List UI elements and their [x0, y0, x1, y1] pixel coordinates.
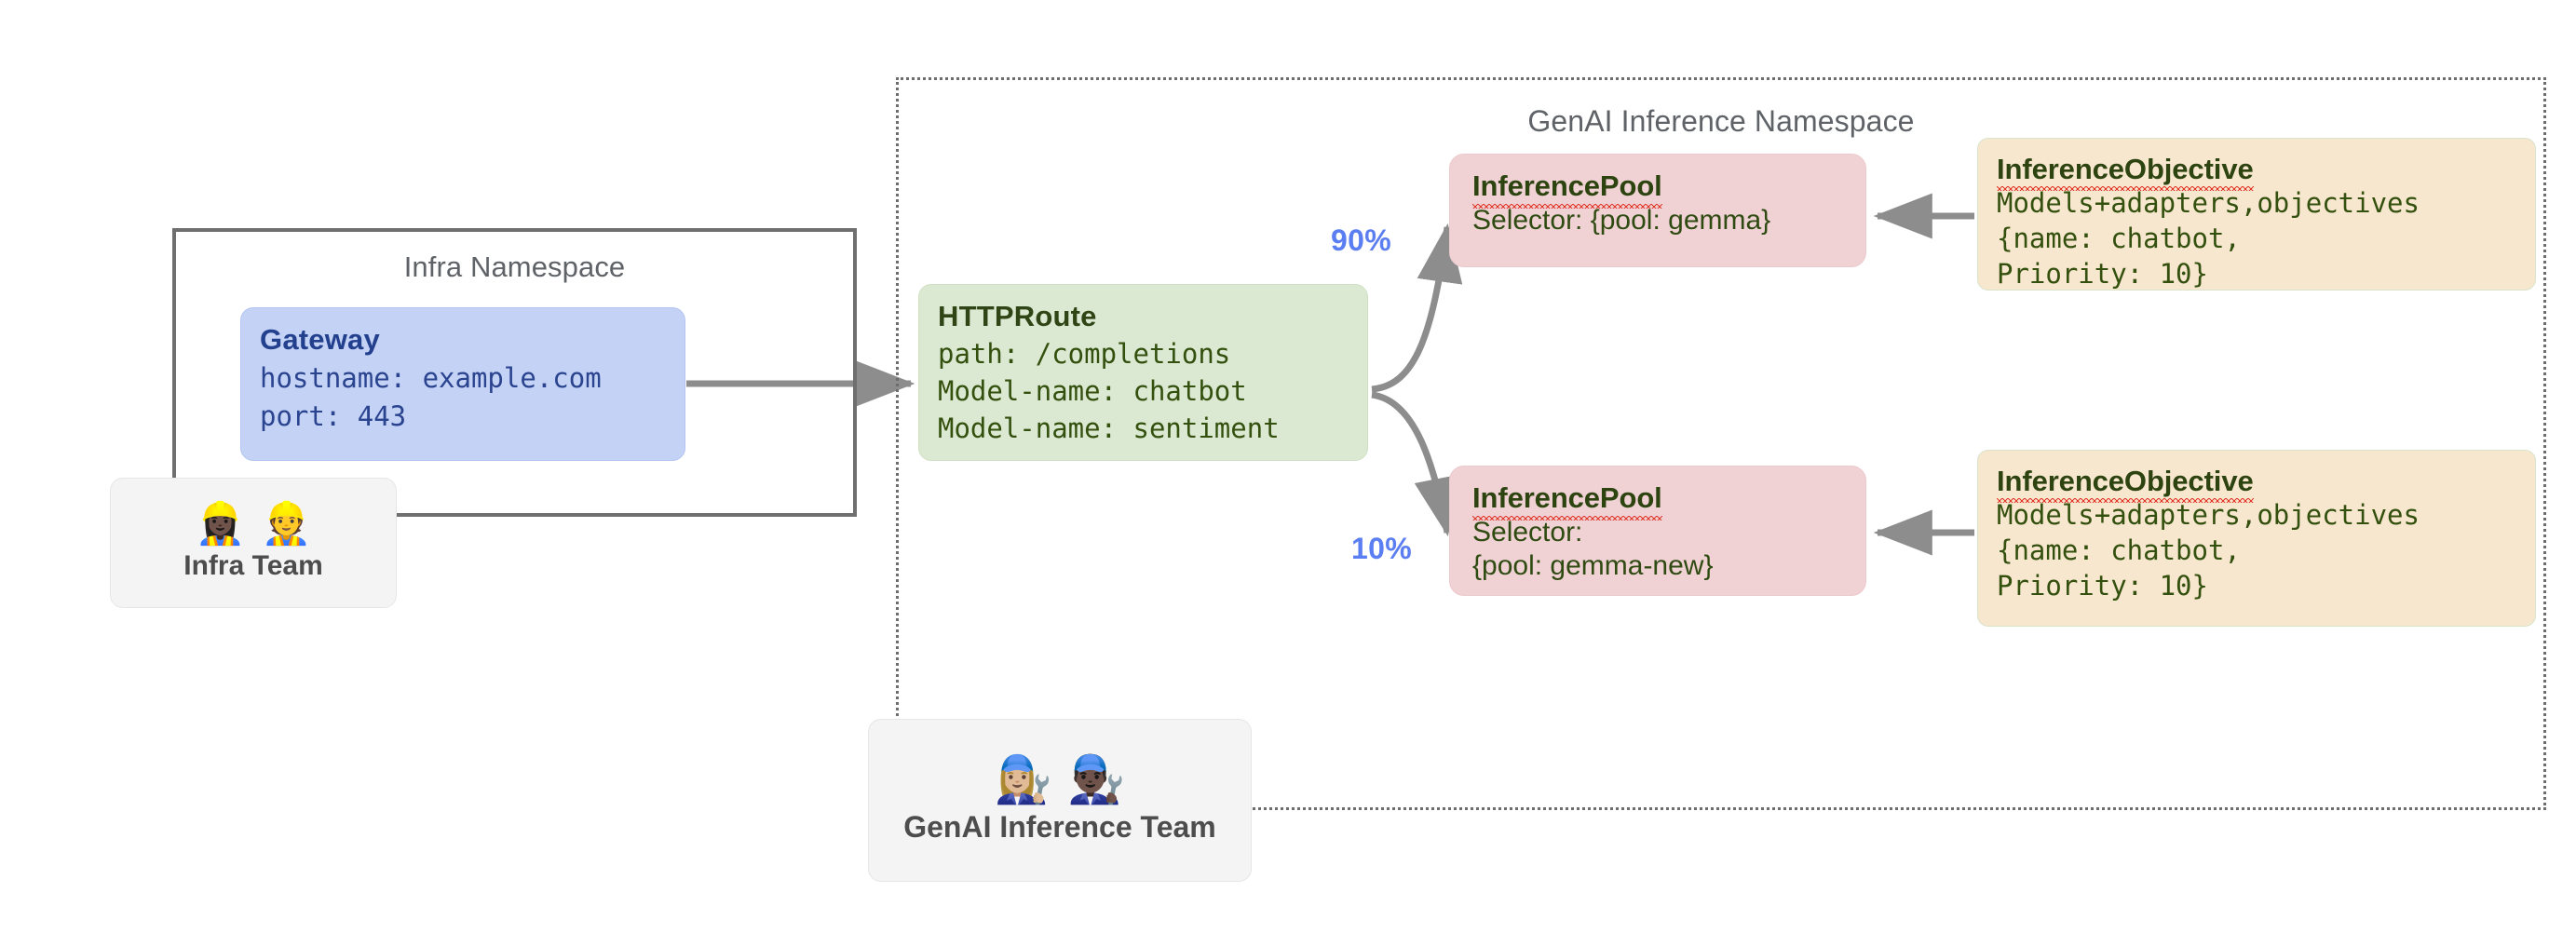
traffic-weight-label-90: 90%: [1331, 223, 1391, 257]
infra-team-label: Infra Team: [183, 550, 323, 581]
inferenceobjective-priority-top: Priority: 10}: [1997, 257, 2208, 290]
inferencepool-title-gemma-new: InferencePool: [1472, 481, 1847, 521]
gateway-hostname: hostname: example.com: [260, 361, 602, 394]
inferenceobjective-card-top[interactable]: InferenceObjective Models+adapters,objec…: [1977, 138, 2536, 291]
inferenceobjective-models-top: Models+adapters,objectives: [1997, 187, 2420, 220]
genai-namespace-boundary: GenAI Inference Namespace: [896, 77, 2546, 810]
genai-inference-team-label: GenAI Inference Team: [903, 810, 1216, 844]
inferencepool-card-gemma-new[interactable]: InferencePool Selector: {pool: gemma-new…: [1449, 466, 1866, 596]
inferencepool-selector-gemma: Selector: {pool: gemma}: [1472, 204, 1771, 236]
inferenceobjective-models-bottom: Models+adapters,objectives: [1997, 499, 2420, 532]
infra-team-chip[interactable]: 👷🏿‍♀️👷 Infra Team: [110, 478, 397, 608]
inferenceobjective-title-bottom: InferenceObjective: [1997, 464, 2518, 504]
gateway-card[interactable]: Gateway hostname: example.com port: 443: [240, 307, 685, 461]
traffic-weight-label-10: 10%: [1351, 532, 1412, 565]
inferenceobjective-priority-bottom: Priority: 10}: [1997, 569, 2208, 602]
inferenceobjective-card-bottom[interactable]: InferenceObjective Models+adapters,objec…: [1977, 450, 2536, 627]
genai-namespace-title: GenAI Inference Namespace: [1527, 104, 1915, 138]
gateway-title: Gateway: [260, 323, 380, 356]
inferenceobjective-name-bottom: {name: chatbot,: [1997, 534, 2241, 566]
genai-inference-team-chip[interactable]: 👩🏼‍🔧👨🏿‍🔧 GenAI Inference Team: [868, 719, 1252, 882]
inferenceobjective-title-top: InferenceObjective: [1997, 152, 2518, 192]
infra-namespace-boundary: Infra Namespace: [172, 228, 857, 517]
spellcheck-squiggle: InferenceObjective: [1997, 465, 2254, 504]
httproute-title: HTTPRoute: [938, 300, 1097, 332]
httproute-card[interactable]: HTTPRoute path: /completions Model-name:…: [918, 284, 1368, 461]
spellcheck-squiggle: InferencePool: [1472, 169, 1662, 209]
httproute-path: path: /completions: [938, 338, 1231, 371]
infra-namespace-title: Infra Namespace: [403, 250, 626, 283]
construction-worker-icon: 👷🏿‍♀️👷: [195, 501, 327, 547]
gateway-port: port: 443: [260, 400, 407, 433]
httproute-model-name-chatbot: Model-name: chatbot: [938, 375, 1247, 408]
mechanic-icon: 👩🏼‍🔧👨🏿‍🔧: [994, 753, 1141, 805]
spellcheck-squiggle: InferenceObjective: [1997, 153, 2254, 192]
inferencepool-title-gemma: InferencePool: [1472, 169, 1847, 209]
inferencepool-card-gemma[interactable]: InferencePool Selector: {pool: gemma}: [1449, 154, 1866, 267]
spellcheck-squiggle: InferencePool: [1472, 481, 1662, 521]
inferenceobjective-name-top: {name: chatbot,: [1997, 222, 2241, 254]
httproute-model-name-sentiment: Model-name: sentiment: [938, 412, 1280, 445]
inferencepool-selector-gemma-new: Selector: {pool: gemma-new}: [1472, 516, 1714, 582]
